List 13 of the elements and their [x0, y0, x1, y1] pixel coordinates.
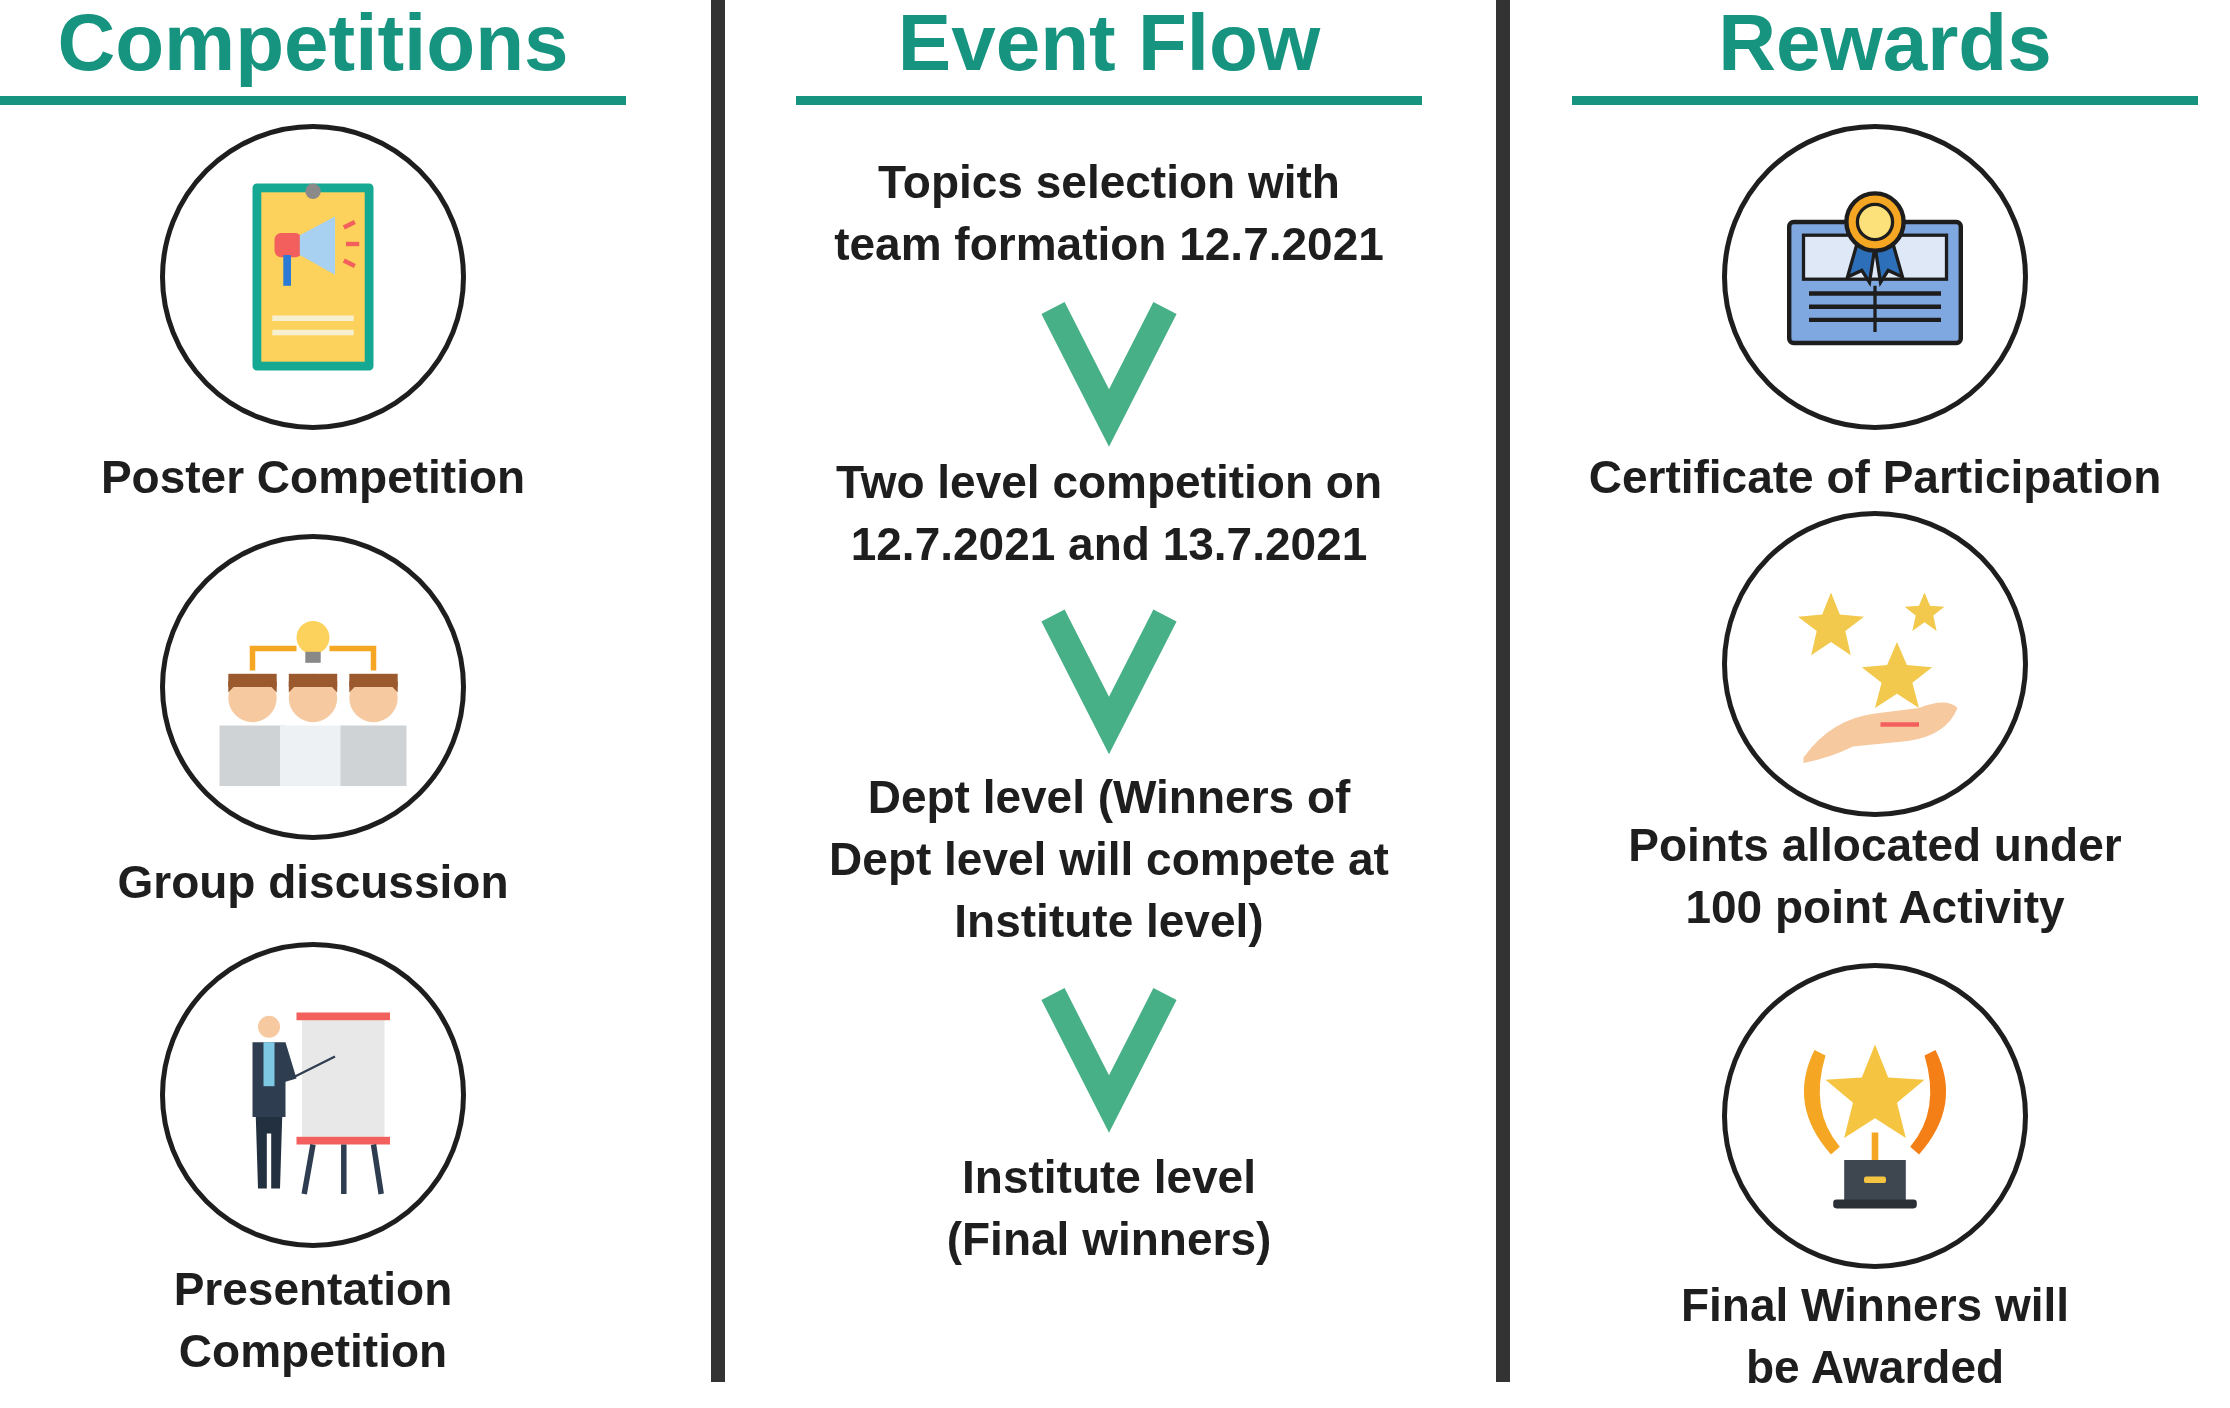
- column-heading: Competitions: [57, 0, 569, 86]
- item-label: Final Winners will be Awarded: [1679, 1278, 2071, 1395]
- step-text: Topics selection with team formation 12.7.2021: [833, 155, 1385, 272]
- item-label: Points allocated under 100 point Activity: [1627, 818, 2123, 935]
- step-text: Dept level (Winners of Dept level will compete at Institute level): [829, 770, 1389, 949]
- column-heading: Rewards: [1718, 0, 2052, 86]
- step-text: Two level competition on 12.7.2021 and 13.7.2021: [834, 455, 1384, 572]
- column-heading: Event Flow: [897, 0, 1321, 86]
- item-label: Certificate of Participation: [1588, 450, 2162, 505]
- item-label: Group discussion: [117, 855, 509, 910]
- step-text: Institute level (Final winners): [945, 1150, 1273, 1267]
- item-label: Poster Competition: [100, 450, 526, 505]
- item-label: Presentation Competition: [172, 1262, 454, 1379]
